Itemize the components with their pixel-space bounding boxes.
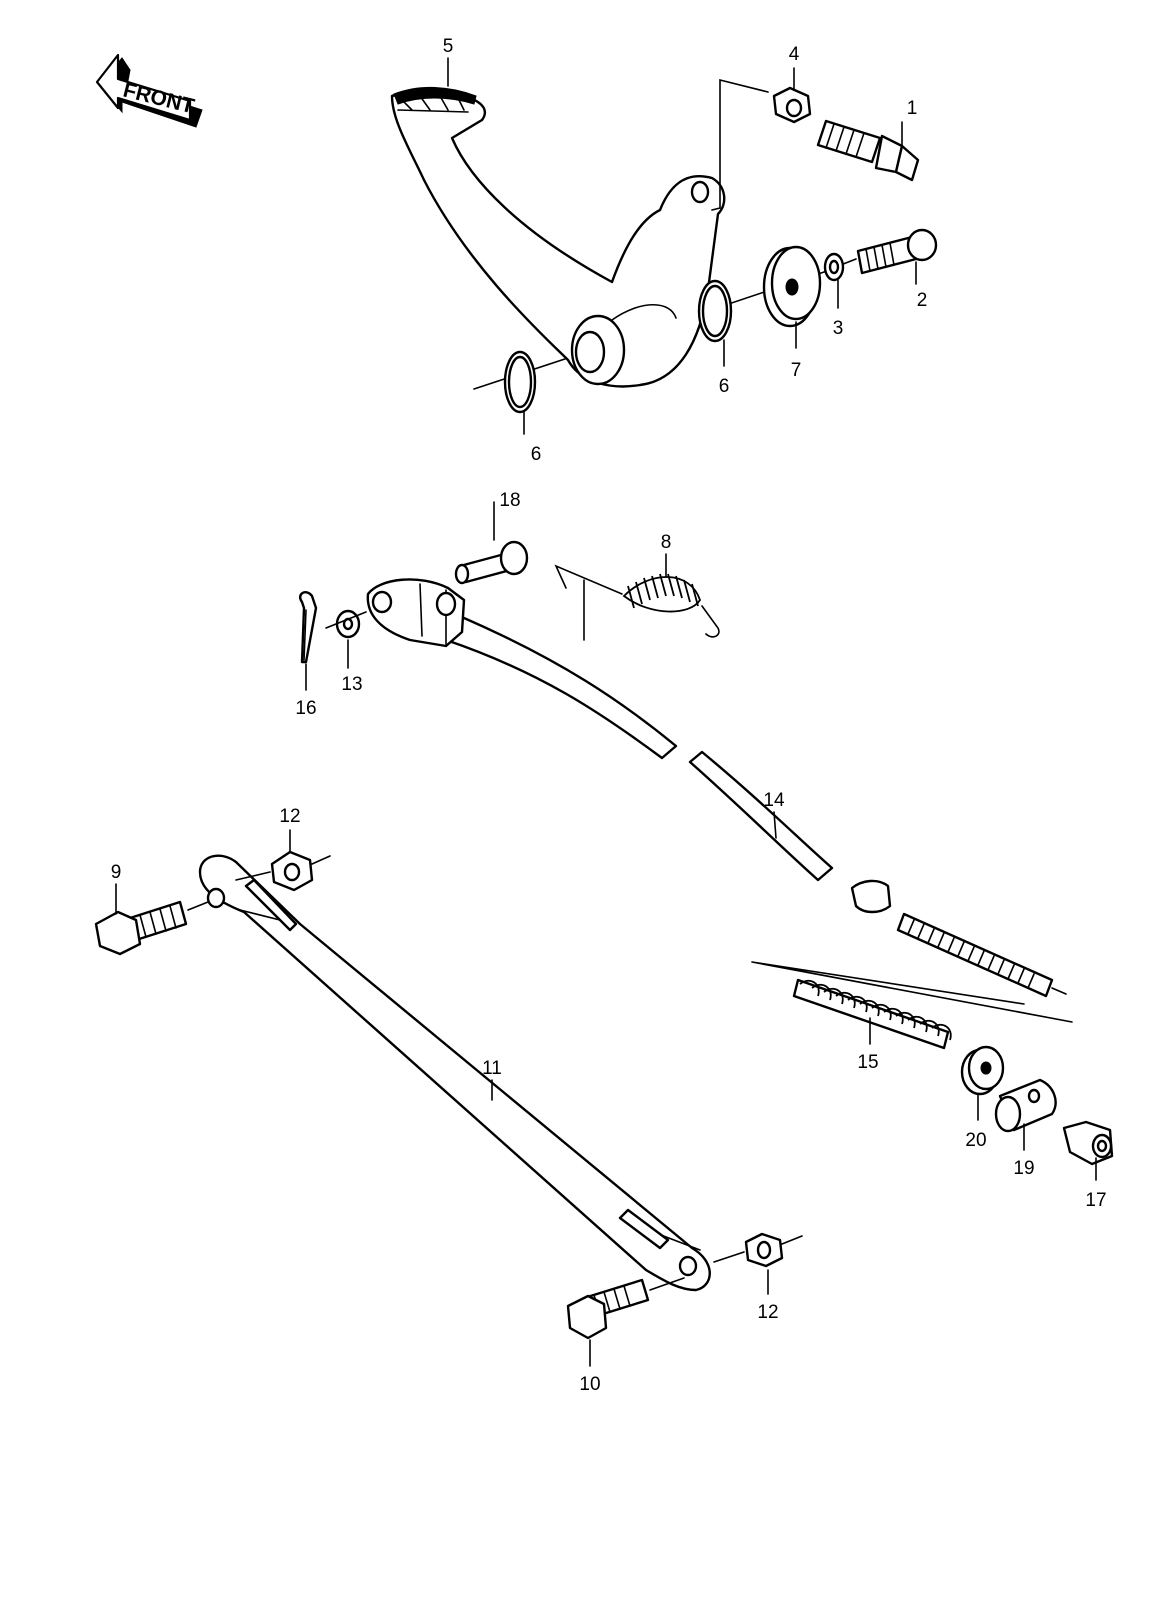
bolt-2 — [856, 228, 938, 275]
brake-pedal-assembly — [390, 78, 857, 390]
callout-5: 5 — [443, 36, 454, 57]
washer-6-left — [503, 350, 537, 414]
callout-15: 15 — [857, 1052, 878, 1073]
spring-8 — [554, 564, 720, 641]
callout-3: 3 — [833, 318, 844, 339]
callout-14: 14 — [763, 790, 785, 811]
washer-13 — [325, 609, 367, 639]
washer-7 — [762, 245, 822, 328]
adjusting-nut-17 — [1062, 1120, 1114, 1166]
callout-4: 4 — [789, 44, 800, 65]
callout-19: 19 — [1013, 1158, 1034, 1179]
callout-13: 13 — [341, 674, 362, 695]
callout-labels: 1 2 3 4 5 6 6 7 8 9 10 11 12 12 13 14 15… — [111, 36, 1107, 1395]
brake-pedal — [390, 88, 726, 388]
callout-6-a: 6 — [531, 444, 542, 465]
washer-20 — [960, 1045, 1005, 1096]
callout-17: 17 — [1085, 1190, 1106, 1211]
callout-9: 9 — [111, 862, 122, 883]
callout-leaders — [115, 57, 1097, 1367]
washer-3 — [823, 252, 845, 282]
explode-line-15 — [751, 961, 1073, 1023]
callout-12-a: 12 — [279, 806, 300, 827]
spring-15 — [792, 978, 952, 1050]
clevis-pin-18 — [454, 501, 529, 585]
brake-rod-14 — [438, 616, 1067, 998]
callout-12-b: 12 — [757, 1302, 778, 1323]
clevis-yoke — [366, 578, 466, 648]
callout-7: 7 — [791, 360, 802, 381]
trunnion-19 — [994, 1078, 1057, 1133]
callout-8: 8 — [661, 532, 672, 553]
front-arrow-icon: FRONT — [95, 53, 203, 128]
callout-10: 10 — [579, 1374, 600, 1395]
callout-16: 16 — [295, 698, 316, 719]
callout-1: 1 — [907, 98, 918, 119]
bolt-9 — [94, 900, 209, 956]
torque-link-11 — [198, 854, 711, 1292]
nut-12-bottom — [713, 1232, 803, 1268]
bolt-1 — [816, 119, 920, 182]
bolt-10 — [566, 1277, 685, 1340]
callout-2: 2 — [917, 290, 928, 311]
callout-6-b: 6 — [719, 376, 730, 397]
washer-6-right — [697, 279, 733, 343]
cotter-pin-16 — [298, 591, 318, 664]
callout-11: 11 — [482, 1058, 502, 1079]
callout-20: 20 — [965, 1130, 986, 1151]
nut-4 — [772, 86, 812, 124]
callout-18: 18 — [499, 490, 520, 511]
